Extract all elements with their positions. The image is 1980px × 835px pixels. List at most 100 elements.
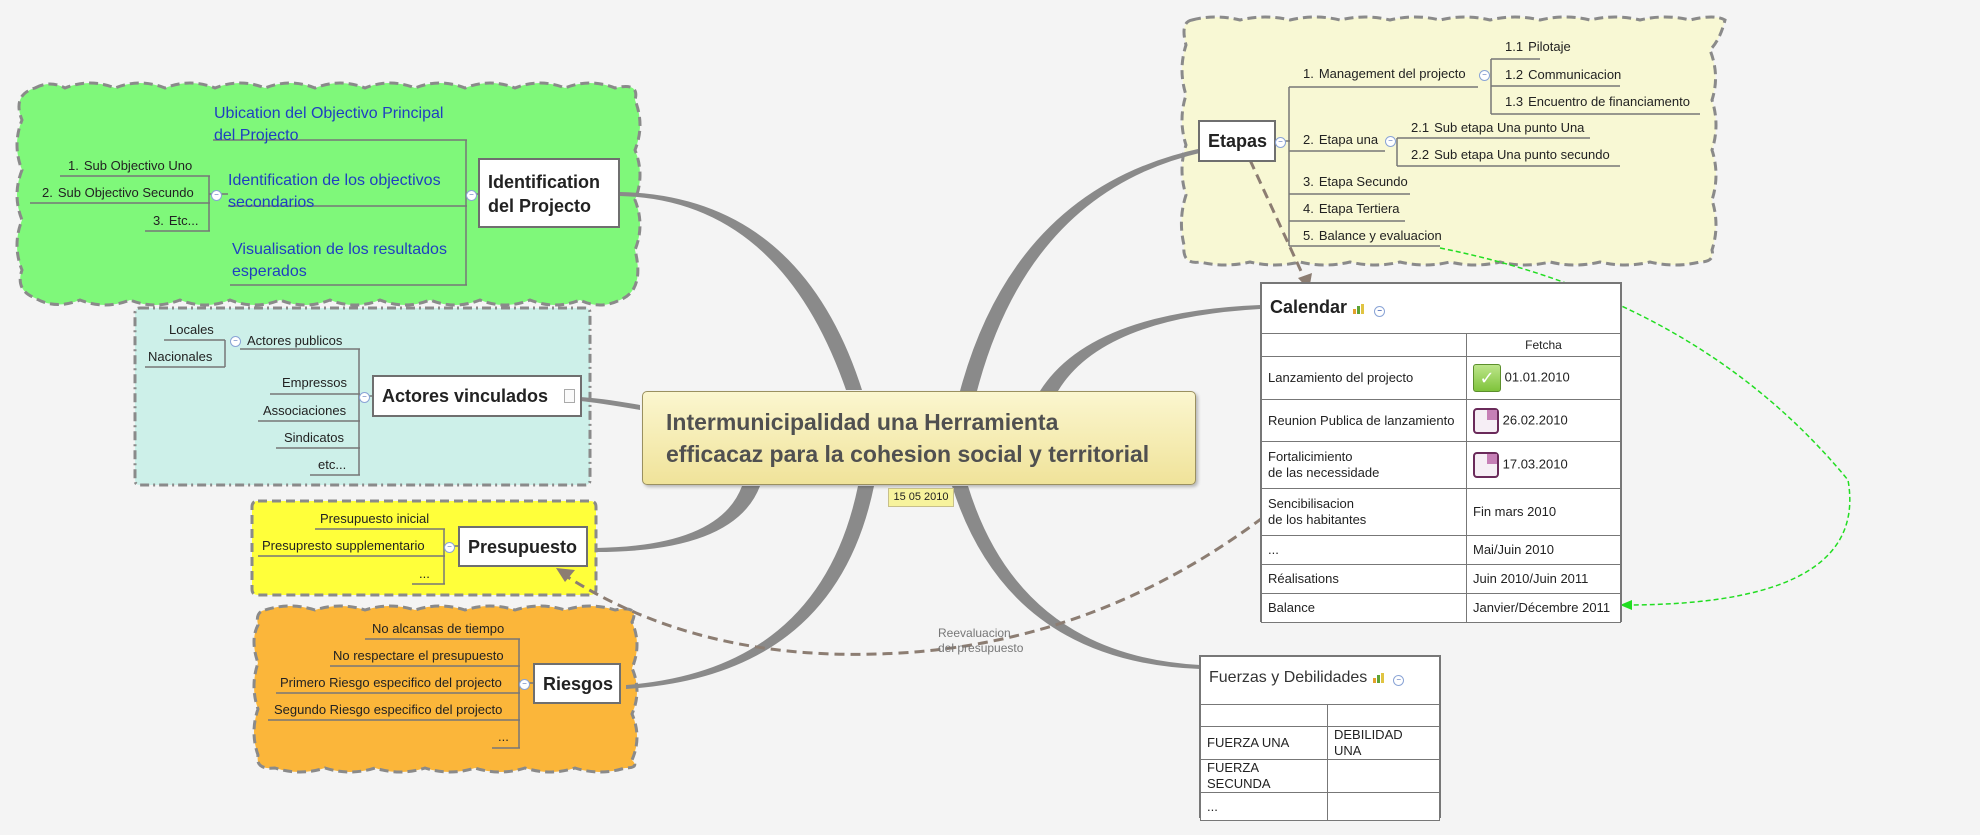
identification-topic[interactable]: Identification del Projecto <box>478 158 620 228</box>
central-topic-line2: efficacaz para la cohesion social y terr… <box>666 441 1150 467</box>
identification-boundary <box>15 81 642 307</box>
etapa-2[interactable]: 2.Etapa una <box>1303 132 1378 148</box>
etapa-5[interactable]: 5.Balance y evaluacion <box>1303 228 1442 244</box>
item-number: 2.2 <box>1411 147 1430 162</box>
item-number: 1.3 <box>1505 94 1524 109</box>
central-topic[interactable]: Intermunicipalidad una Herramienta effic… <box>642 391 1196 485</box>
note-icon[interactable] <box>564 389 575 403</box>
collapse-icon[interactable]: − <box>444 542 455 553</box>
sub-objectivo-3[interactable]: 3.Etc... <box>153 213 198 229</box>
etapas-connectors <box>1276 58 1700 247</box>
relationship-dashed-curve <box>559 486 1301 656</box>
presupuesto-title: Presupuesto <box>468 537 578 557</box>
presupuesto-item-3[interactable]: ... <box>419 566 430 581</box>
collapse-icon[interactable]: − <box>1385 136 1396 147</box>
calendar-cell: Fin mars 2010 <box>1466 488 1621 536</box>
sub-objectivo-1[interactable]: 1.Sub Objectivo Uno <box>68 158 192 174</box>
identification-item-1[interactable]: Ubication del Objectivo Principal del Pr… <box>214 103 443 147</box>
etapa-4[interactable]: 4.Etapa Tertiera <box>1303 201 1400 217</box>
calendar-cell-line1: Sencibilisacion <box>1268 496 1354 511</box>
presupuesto-topic[interactable]: Presupuesto <box>458 526 588 567</box>
actores-item-4[interactable]: etc... <box>318 457 347 472</box>
collapse-icon[interactable]: − <box>1479 70 1490 81</box>
calendar-cell: Mai/Juin 2010 <box>1466 535 1621 565</box>
fuerzas-cell <box>1327 792 1440 821</box>
identification-item-3[interactable]: Visualisation de los resultados esperado… <box>232 239 447 283</box>
actores-locales[interactable]: Locales <box>169 322 214 337</box>
calendar-cell: Janvier/Décembre 2011 <box>1466 593 1621 623</box>
identification-item-1-line1: Ubication del Objectivo Principal <box>214 105 444 122</box>
calendar-cell: Reunion Publica de lanzamiento <box>1261 399 1467 442</box>
item-label: Sub etapa Una punto Una <box>1434 120 1585 135</box>
item-label: Etapa Secundo <box>1318 174 1408 189</box>
calendar-title: Calendar <box>1270 297 1348 317</box>
item-label: Communicacion <box>1528 67 1622 82</box>
fuerzas-cell: ... <box>1200 792 1328 821</box>
collapse-icon[interactable]: − <box>359 392 370 403</box>
etapas-calendar-arrow <box>1248 159 1308 283</box>
collapse-icon[interactable]: − <box>211 190 222 201</box>
etapas-boundary <box>1179 15 1727 267</box>
actores-item-3[interactable]: Sindicatos <box>284 430 344 445</box>
actores-item-1[interactable]: Empressos <box>282 375 348 390</box>
fuerzas-cell <box>1327 759 1440 793</box>
calendar-cell: ... <box>1261 535 1467 565</box>
riesgos-item-5[interactable]: ... <box>498 729 509 744</box>
identification-title-line2: del Projecto <box>488 196 592 216</box>
collapse-icon[interactable]: − <box>1393 675 1405 686</box>
collapse-icon[interactable]: − <box>1275 137 1286 148</box>
identification-item-3-line1: Visualisation de los resultados <box>232 241 447 258</box>
etapa-3[interactable]: 3.Etapa Secundo <box>1303 174 1408 190</box>
relationship-label-line2: del presupuesto <box>938 641 1024 655</box>
etapas-topic[interactable]: Etapas <box>1198 120 1276 162</box>
calendar-cell-line1: Fortalicimiento <box>1268 449 1353 464</box>
riesgos-item-2[interactable]: No respectare el presupuesto <box>333 648 504 663</box>
chart-icon[interactable] <box>1372 671 1385 684</box>
calendar-cell: ✓ 01.01.2010 <box>1466 356 1621 400</box>
actores-item-2[interactable]: Associaciones <box>263 403 347 418</box>
fuerzas-cell <box>1200 704 1328 727</box>
relationship-label[interactable]: Reevaluacion del presupuesto <box>938 626 1023 656</box>
riesgos-item-4[interactable]: Segundo Riesgo especifico del projecto <box>274 702 503 717</box>
item-label: Sub Objectivo Secundo <box>57 185 194 200</box>
calendar-header-empty <box>1261 333 1467 357</box>
calendar-cell: 17.03.2010 <box>1466 441 1621 489</box>
fuerzas-cell: DEBILIDAD UNA <box>1327 726 1440 760</box>
actores-publicos[interactable]: Actores publicos <box>247 333 343 348</box>
item-number: 2. <box>1303 132 1314 147</box>
presupuesto-item-1[interactable]: Presupuesto inicial <box>320 511 430 526</box>
task-note-icon <box>1473 452 1499 478</box>
sub-objectivo-2[interactable]: 2.Sub Objectivo Secundo <box>42 185 194 201</box>
riesgos-topic[interactable]: Riesgos <box>533 663 621 704</box>
fuerzas-title: Fuerzas y Debilidades <box>1209 669 1368 686</box>
collapse-icon[interactable]: − <box>519 679 530 690</box>
calendar-date: 17.03.2010 <box>1502 456 1568 472</box>
collapse-icon[interactable]: − <box>230 336 241 347</box>
item-number: 3. <box>153 213 164 228</box>
identification-item-2-line2: secondarios <box>228 194 315 211</box>
fuerzas-cell <box>1327 704 1440 727</box>
collapse-icon[interactable]: − <box>466 190 477 201</box>
etapa-1[interactable]: 1.Management del projecto <box>1303 66 1466 82</box>
presupuesto-item-2[interactable]: Presupresto supplementario <box>262 538 425 553</box>
calendar-cell: Lanzamiento del projecto <box>1261 356 1467 400</box>
item-number: 1. <box>68 158 79 173</box>
actores-nacionales[interactable]: Nacionales <box>148 349 213 364</box>
collapse-icon[interactable]: − <box>1374 306 1386 317</box>
calendar-cell: Juin 2010/Juin 2011 <box>1466 564 1621 594</box>
riesgos-item-3[interactable]: Primero Riesgo especifico del projecto <box>280 675 502 690</box>
riesgos-item-1[interactable]: No alcansas de tiempo <box>372 621 505 636</box>
actores-topic[interactable]: Actores vinculados <box>372 375 582 417</box>
identification-item-2[interactable]: Identification de los objectivos seconda… <box>228 170 441 214</box>
identification-item-2-line1: Identification de los objectivos <box>228 172 441 189</box>
chart-icon[interactable] <box>1352 302 1365 315</box>
calendar-cell-line2: de los habitantes <box>1268 512 1367 527</box>
